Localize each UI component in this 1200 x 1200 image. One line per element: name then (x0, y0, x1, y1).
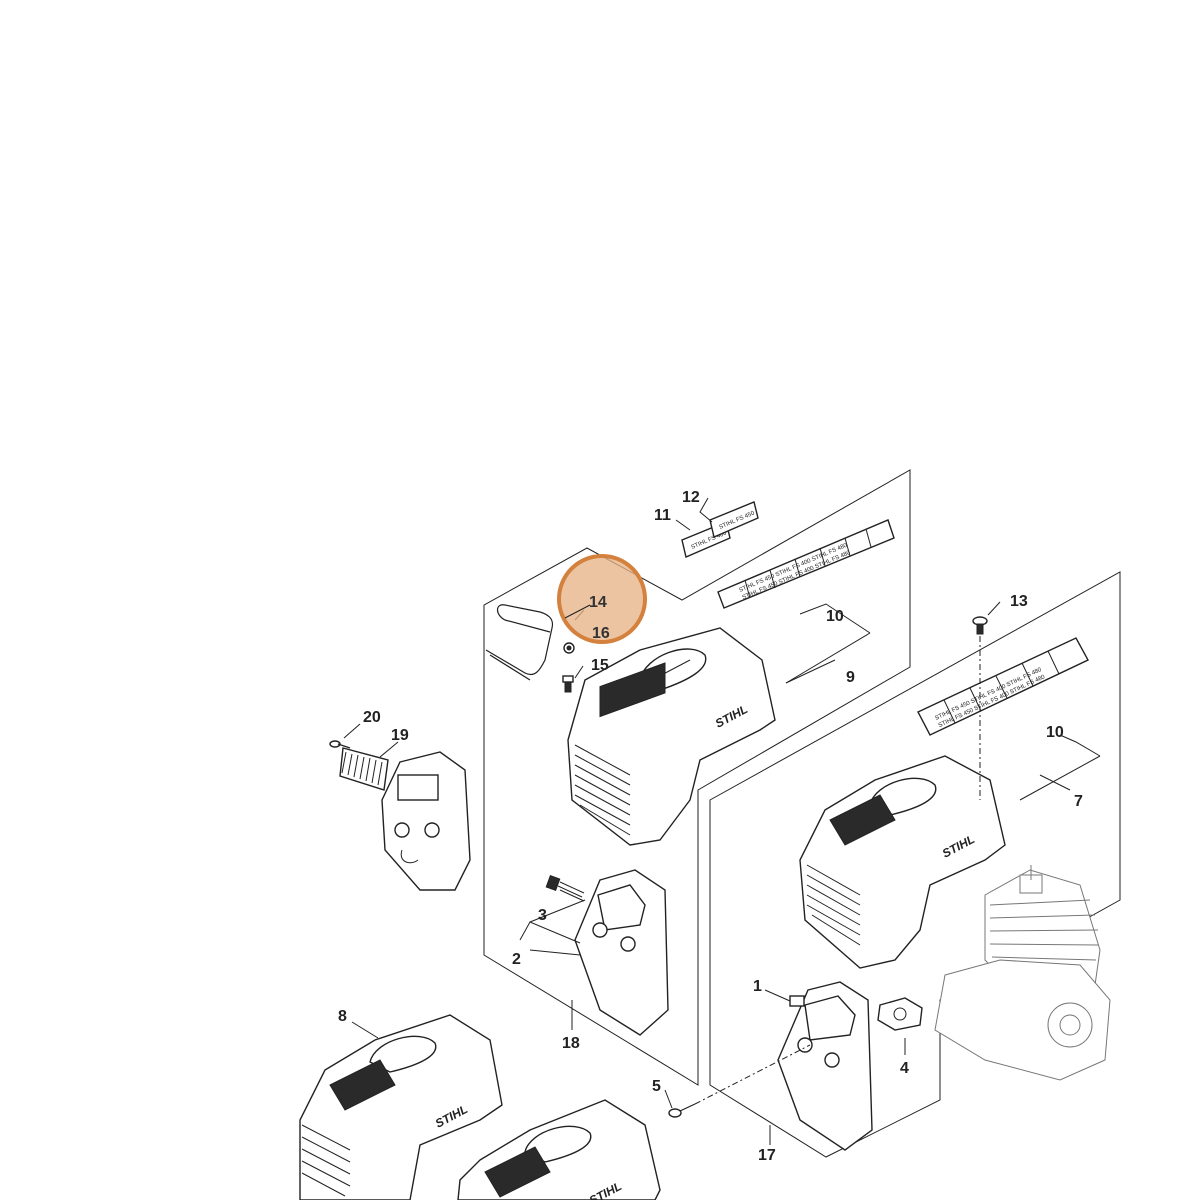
screw-20 (329, 740, 351, 749)
part-label-15[interactable]: 15 (591, 657, 609, 674)
part-label-5[interactable]: 5 (652, 1078, 661, 1095)
screw-5-axis (694, 1044, 811, 1105)
screw-3 (545, 875, 585, 902)
part-label-10-right[interactable]: 10 (1046, 724, 1064, 741)
part-label-18[interactable]: 18 (562, 1035, 580, 1052)
gasket-4 (877, 997, 923, 1031)
engine-block (934, 865, 1111, 1081)
shroud-bottom: STIHL (457, 1099, 661, 1200)
spark-screen-19 (339, 747, 389, 791)
svg-text:STIHL FS 450 STIHL FS 400 ST: STIHL FS 450 STIHL FS 400 STIHL FS 480 (738, 542, 848, 593)
shroud-8: STIHL (299, 1014, 503, 1200)
screw-5 (668, 1103, 696, 1118)
part-label-1[interactable]: 1 (753, 978, 762, 995)
highlight-circle[interactable] (557, 554, 647, 644)
part-label-8[interactable]: 8 (338, 1008, 347, 1025)
part-label-20[interactable]: 20 (363, 709, 381, 726)
part-label-13[interactable]: 13 (1010, 593, 1028, 610)
part-label-14[interactable]: 14 (589, 594, 607, 611)
part-label-10-top[interactable]: 10 (826, 608, 844, 625)
part-label-3[interactable]: 3 (538, 907, 547, 924)
muffler-2 (574, 869, 669, 1036)
part-label-17[interactable]: 17 (758, 1147, 776, 1164)
part-label-19[interactable]: 19 (391, 727, 409, 744)
part-label-9[interactable]: 9 (846, 669, 855, 686)
screw-13 (972, 616, 988, 635)
decal-sheet-right: STIHL FS 450 STIHL FS 400 STIHL FS 480 S… (917, 637, 1089, 736)
part-label-2[interactable]: 2 (512, 951, 521, 968)
shroud-9: STIHL (567, 627, 776, 846)
washer-16-hole (566, 645, 572, 651)
wire-bracket-end (489, 654, 531, 681)
svg-text:STIHL FS 450 STIHL FS 400 ST: STIHL FS 450 STIHL FS 400 STIHL FS 480 (934, 667, 1043, 722)
part-label-11[interactable]: 11 (654, 507, 671, 524)
part-label-12[interactable]: 12 (682, 489, 700, 506)
shroud-7: STIHL (799, 755, 1006, 969)
wire-bracket (485, 604, 554, 676)
leader-14 (564, 604, 591, 619)
leader-lines (343, 497, 1101, 1145)
decal-12: STIHL FS 450 (709, 501, 759, 538)
screw-15 (562, 675, 574, 693)
muffler-cover-left (381, 751, 471, 891)
part-label-16[interactable]: 16 (592, 625, 610, 642)
part-label-4[interactable]: 4 (900, 1060, 909, 1077)
muffler-1 (777, 981, 873, 1151)
group-frame-17 (709, 571, 1121, 1158)
part-label-7[interactable]: 7 (1074, 793, 1083, 810)
